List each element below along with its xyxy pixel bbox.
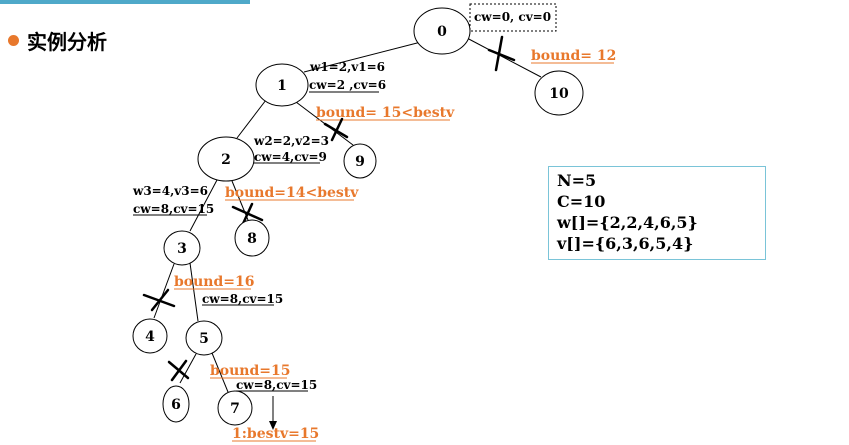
edge-0-10 [464, 36, 542, 78]
tree-node-label: 7 [230, 401, 240, 417]
tree-node-label: 3 [177, 241, 187, 257]
edge-state-label: cw=8,cv=15 [202, 292, 283, 306]
edge-state-label: cw=2 ,cv=6 [309, 78, 386, 92]
prune-cross-icon [487, 35, 516, 72]
tree-node-label: 9 [355, 154, 365, 170]
edge-2-3 [189, 179, 218, 232]
tree-node-label: 0 [437, 24, 447, 40]
tree-node-7 [217, 390, 253, 426]
bound-label: bound=14<bestv [225, 185, 359, 201]
tree-node-label: 2 [221, 152, 231, 168]
tree-node-5 [185, 320, 223, 356]
result-arrow-head-icon [269, 421, 277, 430]
tree-node-6 [162, 385, 190, 423]
edge-item-label: w1=2,v1=6 [309, 60, 385, 74]
section-title-text: 实例分析 [27, 30, 107, 54]
edge-item-label: w2=2,v2=3 [253, 134, 329, 148]
info-weights: w[]={2,2,4,6,5} [557, 213, 698, 232]
tree-node-9 [343, 143, 377, 179]
tree-node-0 [413, 7, 471, 55]
edge-5-6 [179, 353, 197, 384]
edge-3-5 [189, 262, 199, 322]
tree-node-10 [534, 70, 584, 116]
edge-state-label: cw=8,cv=15 [133, 202, 214, 216]
tree-node-label: 4 [145, 329, 155, 345]
edge-state-label: cw=4,cv=9 [254, 150, 327, 164]
edge-0-1 [303, 41, 422, 73]
root-state-box [469, 3, 557, 32]
bullet-dot-icon [8, 35, 19, 46]
info-n: N=5 [557, 171, 597, 190]
tree-node-label: 5 [199, 331, 209, 347]
bound-label: bound= 12 [531, 48, 616, 64]
tree-node-3 [163, 230, 201, 266]
tree-node-1 [255, 63, 309, 107]
prune-cross-icon [142, 288, 176, 312]
problem-info-box: N=5 C=10 w[]={2,2,4,6,5} v[]={6,3,6,5,4} [548, 166, 766, 260]
edge-item-label: w3=4,v3=6 [132, 184, 208, 198]
info-c: C=10 [557, 192, 606, 211]
prune-cross-icon [167, 359, 190, 382]
tree-node-label: 6 [171, 397, 181, 413]
tree-node-8 [234, 219, 270, 257]
tree-node-4 [132, 318, 168, 354]
edge-state-label: cw=8,cv=15 [236, 378, 317, 392]
edge-3-4 [153, 263, 175, 319]
section-title: 实例分析 [8, 26, 107, 55]
top-accent-bar [0, 0, 250, 4]
tree-node-label: 8 [247, 231, 257, 247]
edge-1-2 [236, 99, 267, 139]
root-state-text: cw=0, cv=0 [474, 10, 551, 24]
bound-label: bound= 15<bestv [316, 105, 455, 121]
bound-label: bound=15 [210, 363, 291, 379]
info-values: v[]={6,3,6,5,4} [557, 234, 694, 253]
tree-node-label: 10 [549, 86, 569, 102]
tree-node-2 [197, 136, 255, 182]
result-label: 1:bestv=15 [232, 426, 319, 442]
prune-cross-icon [323, 117, 349, 142]
tree-node-label: 1 [277, 78, 287, 94]
bound-label: bound=16 [174, 274, 255, 290]
edge-5-7 [211, 352, 229, 393]
